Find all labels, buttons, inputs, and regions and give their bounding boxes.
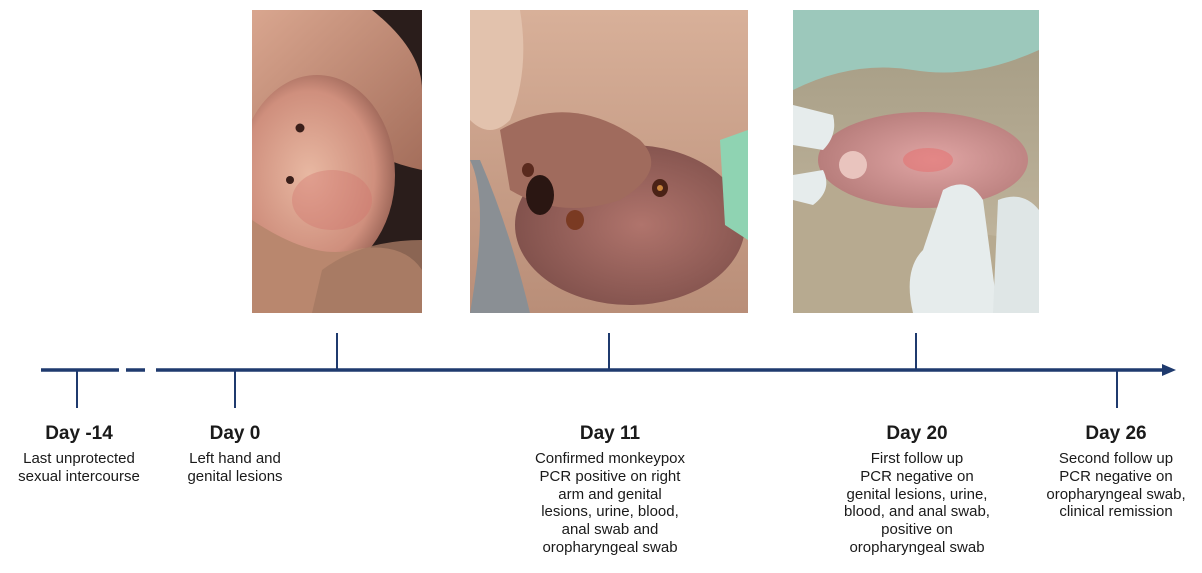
event-day-11: Day 11 Confirmed monkeypox PCR positive … [516, 423, 704, 557]
event-description: First follow up PCR negative on genital … [815, 450, 1019, 557]
event-day-label: Day -14 [0, 423, 158, 445]
event-day-label: Day 26 [1030, 423, 1202, 445]
event-day-minus-14: Day -14 Last unprotected sexual intercou… [0, 423, 158, 486]
event-day-label: Day 0 [165, 423, 305, 445]
event-day-20: Day 20 First follow up PCR negative on g… [815, 423, 1019, 557]
event-description: Second follow up PCR negative on orophar… [1030, 450, 1202, 521]
event-day-0: Day 0 Left hand and genital lesions [165, 423, 305, 486]
event-day-label: Day 20 [815, 423, 1019, 445]
timeline-arrowhead [1162, 364, 1176, 376]
event-day-26: Day 26 Second follow up PCR negative on … [1030, 423, 1202, 521]
event-description: Confirmed monkeypox PCR positive on righ… [516, 450, 704, 557]
event-description: Last unprotected sexual intercourse [0, 450, 158, 486]
event-day-label: Day 11 [516, 423, 704, 445]
event-description: Left hand and genital lesions [165, 450, 305, 486]
